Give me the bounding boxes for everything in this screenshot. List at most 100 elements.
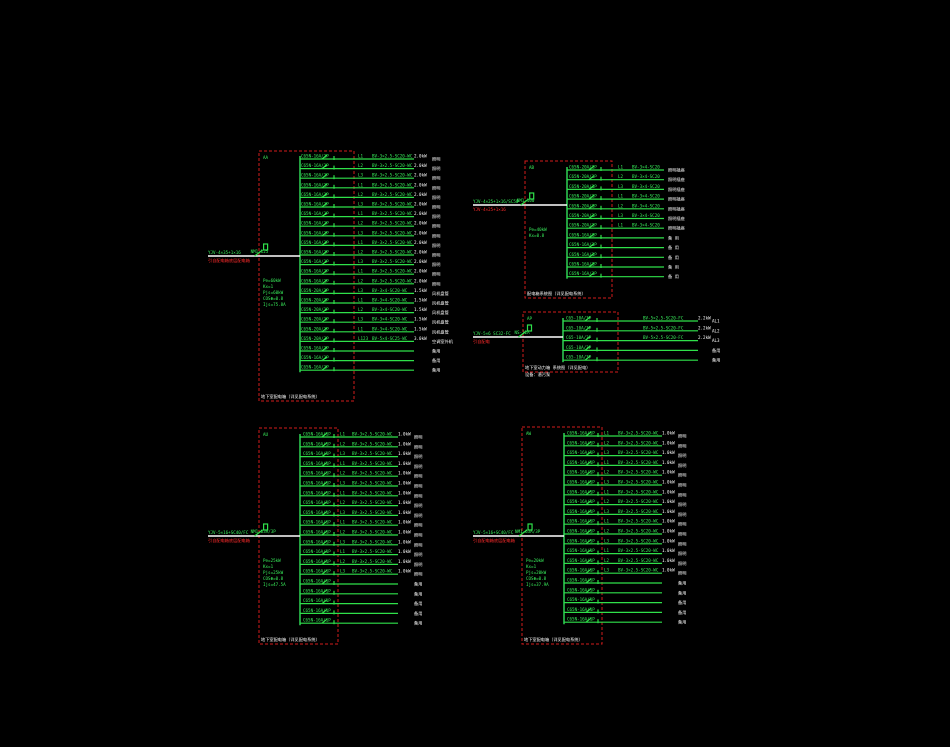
load-label: 照明插座 xyxy=(668,196,685,203)
branch-breaker-symbol xyxy=(321,471,328,477)
branch-breaker-label: C65N-16A/1P xyxy=(569,232,597,237)
branch-breaker-label: C65-10A/3P xyxy=(566,316,592,321)
phase-label: L3 xyxy=(340,510,346,515)
power-label: 1.0kW xyxy=(398,441,411,446)
power-label: 2.0kW xyxy=(414,259,427,264)
incoming-cable-label: YJV-5×16+SC40/FC xyxy=(208,530,249,535)
branch-breaker-symbol xyxy=(585,617,592,623)
cable-label: BV-3×2.5-SC20-WC xyxy=(352,432,393,437)
branch-breaker-label: C65N-16A/1P xyxy=(567,548,595,553)
branch-breaker-label: C65N-16A/1P xyxy=(569,262,597,267)
branch-breaker-label: C65N-16A/1P xyxy=(567,480,595,485)
power-label: 3.0kW xyxy=(414,336,427,341)
phase-label: L2 xyxy=(604,529,610,534)
cable-label: BV-3×2.5-SC20-WC xyxy=(372,192,413,197)
power-label: 1.0kW xyxy=(662,568,675,573)
power-label: 2.0kW xyxy=(414,202,427,207)
circuit-row: C65N-16A/1P备 用 xyxy=(567,271,679,280)
load-label: 照明插座 xyxy=(668,205,685,212)
power-label: 1.0kW xyxy=(398,539,411,544)
branch-breaker-label: C65N-16A/1P xyxy=(301,154,329,159)
power-label: 2.2kW xyxy=(698,325,711,330)
load-label: 照明 xyxy=(678,502,686,508)
main-breaker-symbol xyxy=(520,198,530,206)
phase-label: L2 xyxy=(340,500,346,505)
branch-breaker-symbol xyxy=(321,346,328,352)
main-breaker-box xyxy=(529,192,535,200)
branch-breaker-symbol xyxy=(584,355,591,361)
cable-label: BV-3×2.5-SC20-WC xyxy=(352,471,393,476)
branch-breaker-label: C65N-20A/1P xyxy=(569,174,597,179)
cable-label: BV-3×2.5-SC20-WC xyxy=(372,163,413,168)
incoming-cable-label: YJV-4×35+1×16 xyxy=(208,250,241,255)
branch-breaker-symbol xyxy=(588,223,595,229)
branch-breaker-symbol xyxy=(321,298,328,304)
phase-label: L2 xyxy=(604,470,610,475)
phase-label: L1 xyxy=(618,223,624,228)
branch-breaker-symbol xyxy=(585,431,592,437)
branch-breaker-symbol xyxy=(321,452,328,458)
power-label: 1.0kW xyxy=(398,432,411,437)
incoming-source-label: 引自配电 xyxy=(473,338,491,345)
power-label: 2.2kW xyxy=(698,316,711,321)
branch-breaker-label: C65N-16A/1P xyxy=(301,365,329,370)
branch-breaker-label: C65N-16A/1P xyxy=(303,441,331,446)
power-label: 1.0kW xyxy=(398,481,411,486)
branch-breaker-symbol xyxy=(585,490,592,496)
power-label: 1.0kW xyxy=(662,489,675,494)
load-label: 备用 xyxy=(678,580,686,587)
incoming-source-label: YJV-4×25+1×16 xyxy=(473,207,506,212)
load-label: 风机盘管 xyxy=(432,328,449,335)
phase-label: L2 xyxy=(604,558,610,563)
cable-label: BV-3×2.5-SC20-WC xyxy=(372,259,413,264)
phase-label: L1 xyxy=(358,269,364,274)
power-label: 1.0kW xyxy=(398,451,411,456)
load-label: 照明 xyxy=(678,483,686,489)
branch-breaker-label: C65N-16A/1P xyxy=(567,519,595,524)
panel-parameter: Pe=25kW xyxy=(263,558,281,563)
main-breaker-label: NM1-100 xyxy=(517,198,535,203)
cable-label: BV-3×2.5-SC20-WC xyxy=(618,431,659,436)
load-label: AL3 xyxy=(712,338,720,343)
power-label: 2.0kW xyxy=(414,211,427,216)
load-label: 照明 xyxy=(432,166,440,172)
cable-label: BV-3×2.5-SC20-WC xyxy=(372,154,413,159)
branch-breaker-symbol xyxy=(321,589,328,595)
branch-breaker-symbol xyxy=(321,608,328,614)
main-breaker-symbol xyxy=(518,330,527,338)
branch-breaker-symbol xyxy=(588,252,595,258)
load-label: AL2 xyxy=(712,328,720,333)
main-breaker-label: NM1-63A/3P xyxy=(515,529,541,534)
phase-label: L1 xyxy=(604,460,610,465)
power-label: 1.0kW xyxy=(662,450,675,455)
phase-label: L3 xyxy=(340,481,346,486)
phase-label: L3 xyxy=(358,317,364,322)
branch-breaker-symbol xyxy=(321,520,328,526)
panel-parameter: Ijs=47.5A xyxy=(263,582,286,587)
power-label: 1.5kW xyxy=(414,326,427,331)
branch-breaker-label: C65N-16A/1P xyxy=(301,240,329,245)
phase-label: L2 xyxy=(618,174,624,179)
branch-breaker-symbol xyxy=(585,441,592,447)
load-label: 备用 xyxy=(678,589,686,596)
branch-breaker-label: C65N-16A/1P xyxy=(303,608,331,613)
cable-label: BV-3×2.5-SC20-WC xyxy=(352,559,393,564)
panel-code: AB xyxy=(529,165,535,170)
phase-label: L2 xyxy=(358,192,364,197)
cable-label: BV-3×2.5-SC20-WC xyxy=(618,558,659,563)
load-label: 备用 xyxy=(414,581,422,588)
branch-breaker-label: C65N-16A/1P xyxy=(301,202,329,207)
panel-b: ABNM1-100YJV-4×25+1×16/SC50YJV-4×25+1×16… xyxy=(473,160,685,299)
branch-breaker-symbol xyxy=(321,269,328,275)
phase-label: L3 xyxy=(618,184,624,189)
